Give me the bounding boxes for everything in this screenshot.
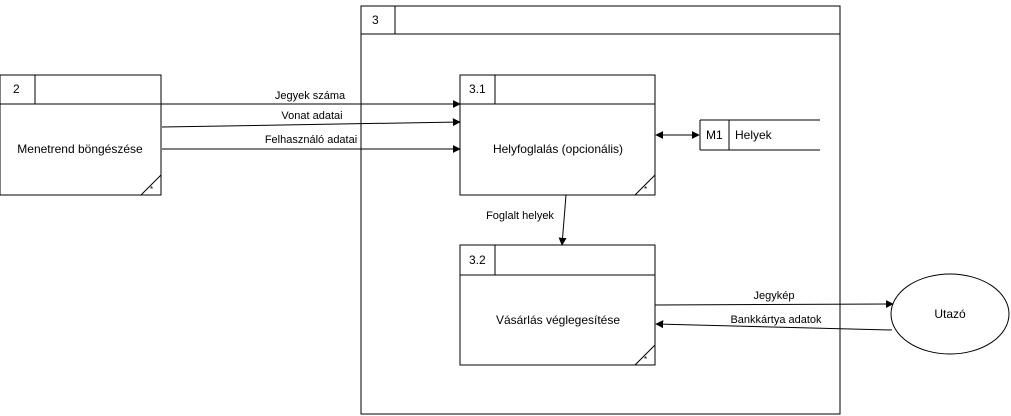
datastore-m1: M1 Helyek — [699, 119, 820, 151]
process-2-marker: * — [150, 185, 153, 194]
flow-jegykep-label: Jegykép — [754, 290, 795, 302]
flow-bankkartya-adatok-label: Bankkártya adatok — [730, 314, 822, 326]
flow-felhasznalo-adatai-label: Felhasználó adatai — [265, 134, 357, 146]
flow-bankkartya-adatok: Bankkártya adatok — [655, 314, 893, 331]
flow-foglalt-helyek: Foglalt helyek — [486, 194, 567, 246]
process-2-id: 2 — [13, 82, 20, 96]
process-3-1-label: Helyfoglalás (opcionális) — [493, 142, 623, 156]
flow-foglalt-helyek-label: Foglalt helyek — [486, 210, 554, 222]
process-3-1-id: 3.1 — [469, 82, 486, 96]
process-3-2-label: Vásárlás véglegesítése — [496, 313, 620, 327]
flow-felhasznalo-adatai: Felhasználó adatai — [162, 134, 461, 153]
process-2-label: Menetrend böngészése — [17, 142, 143, 156]
process-2-box: 2 Menetrend böngészése * — [0, 74, 162, 196]
flow-jegyek-szama: Jegyek száma — [155, 90, 461, 108]
datastore-id: M1 — [706, 128, 723, 142]
process-3-2-id: 3.2 — [469, 253, 486, 267]
flow-jegykep: Jegykép — [654, 290, 894, 309]
flow-vonat-adatai-label: Vonat adatai — [281, 110, 342, 122]
external-entity-utazo: Utazó — [890, 273, 1010, 355]
datastore-label: Helyek — [735, 128, 773, 142]
flow-vonat-adatai: Vonat adatai — [161, 110, 461, 128]
flow-jegyek-szama-label: Jegyek száma — [275, 90, 346, 102]
process-3-1-marker: * — [644, 185, 647, 194]
process-3-1-box: 3.1 Helyfoglalás (opcionális) * — [459, 74, 656, 196]
process-3-id: 3 — [372, 13, 379, 27]
process-3-2-marker: * — [644, 355, 647, 364]
process-3-2-box: 3.2 Vásárlás véglegesítése * — [459, 244, 656, 366]
external-entity-label: Utazó — [934, 307, 966, 321]
